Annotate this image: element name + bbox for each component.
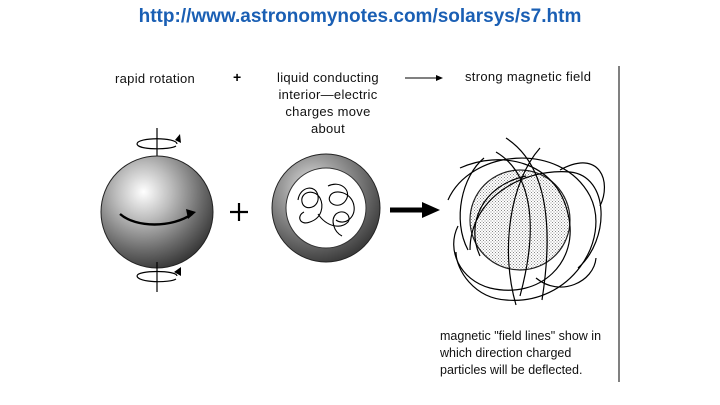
liquid-interior-planet [271, 153, 381, 263]
interior-label-line: about [310, 121, 346, 136]
caption-line: particles will be deflected. [440, 363, 583, 377]
plus-sign-small: + [233, 69, 242, 85]
caption-line: which direction charged [440, 346, 572, 360]
header-arrow [405, 75, 443, 81]
source-url[interactable]: http://www.astronomynotes.com/solarsys/s… [138, 6, 582, 27]
caption-line: magnetic "field lines" show in [440, 329, 602, 343]
magnetic-field-label: strong magnetic field [465, 69, 592, 84]
interior-label-line: liquid conducting [277, 70, 379, 85]
rotating-planet [100, 128, 214, 292]
interior-label-line: charges move [285, 104, 371, 119]
interior-label: liquid conducting interior—electric char… [262, 69, 394, 137]
result-arrow [390, 202, 440, 218]
rotation-label: rapid rotation [115, 71, 196, 86]
magnetic-field-planet [447, 137, 605, 306]
field-lines-caption: magnetic "field lines" show in which dir… [440, 328, 630, 379]
interior-label-line: interior—electric [278, 87, 378, 102]
plus-sign-large [230, 203, 248, 221]
